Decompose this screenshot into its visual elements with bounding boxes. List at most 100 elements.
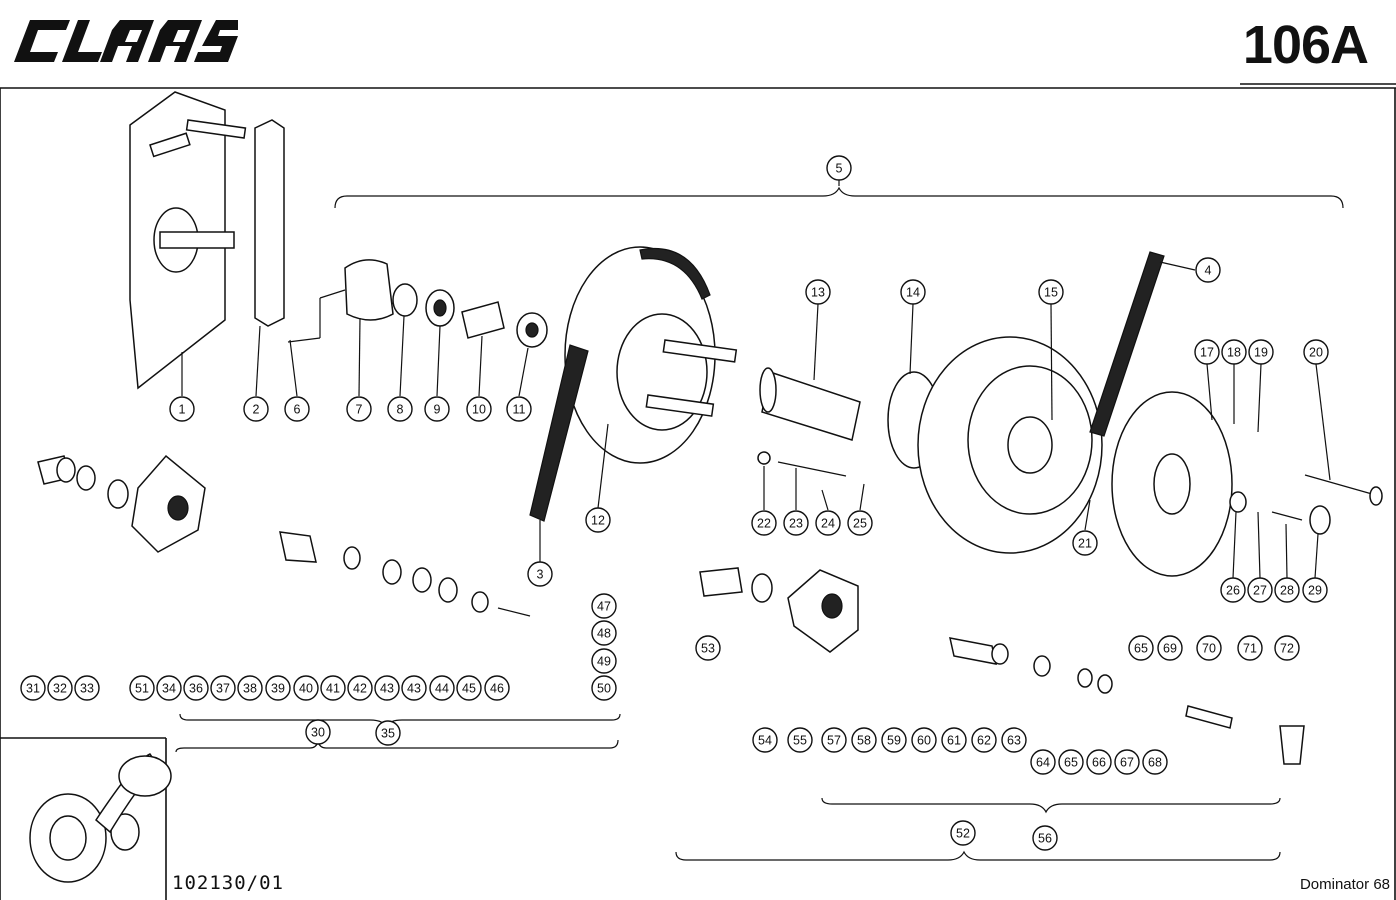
- callout-number: 26: [1226, 584, 1240, 598]
- callout-69: 69: [1157, 635, 1183, 661]
- callout-36: 36: [183, 675, 209, 701]
- callout-52: 52: [950, 820, 976, 846]
- callout-number: 3: [537, 568, 544, 582]
- callout-2: 2: [243, 396, 269, 422]
- callout-number: 46: [490, 682, 504, 696]
- callout-number: 35: [381, 727, 395, 741]
- callout-55: 55: [787, 727, 813, 753]
- callout-7: 7: [346, 396, 372, 422]
- leader-lines: [181, 261, 1331, 579]
- callout-number: 52: [956, 827, 970, 841]
- callout-14: 14: [900, 279, 926, 305]
- callout-12: 12: [585, 507, 611, 533]
- callout-65: 65: [1058, 749, 1084, 775]
- callout-67: 67: [1114, 749, 1140, 775]
- variable-pulley: [917, 251, 1165, 554]
- callout-number: 47: [597, 600, 611, 614]
- callout-number: 59: [887, 734, 901, 748]
- callout-37: 37: [210, 675, 236, 701]
- callout-60: 60: [911, 727, 937, 753]
- callout-number: 2: [253, 403, 260, 417]
- callout-number: 48: [597, 627, 611, 641]
- callout-number: 65: [1064, 756, 1078, 770]
- callout-number: 58: [857, 734, 871, 748]
- bearing-stack-upper: [287, 259, 548, 348]
- callout-46: 46: [484, 675, 510, 701]
- callout-71: 71: [1237, 635, 1263, 661]
- callout-63: 63: [1001, 727, 1027, 753]
- callout-20: 20: [1303, 339, 1329, 365]
- callout-72: 72: [1274, 635, 1300, 661]
- callout-number: 49: [597, 655, 611, 669]
- callout-1: 1: [169, 396, 195, 422]
- callout-number: 41: [326, 682, 340, 696]
- callout-38: 38: [237, 675, 263, 701]
- callout-21: 21: [1072, 530, 1098, 556]
- callout-number: 61: [947, 734, 961, 748]
- callout-number: 24: [821, 517, 835, 531]
- callout-57: 57: [821, 727, 847, 753]
- small-hardware-right: [757, 451, 1383, 535]
- callout-number: 17: [1200, 346, 1214, 360]
- callout-number: 45: [462, 682, 476, 696]
- callout-42: 42: [347, 675, 373, 701]
- callout-number: 9: [434, 403, 441, 417]
- callout-number: 63: [1007, 734, 1021, 748]
- callout-22: 22: [751, 510, 777, 536]
- callout-11: 11: [506, 396, 532, 422]
- callout-61: 61: [941, 727, 967, 753]
- callout-number: 13: [811, 286, 825, 300]
- callout-47: 47: [591, 593, 617, 619]
- callout-45: 45: [456, 675, 482, 701]
- callout-number: 33: [80, 682, 94, 696]
- callout-35: 35: [375, 720, 401, 746]
- callout-number: 37: [216, 682, 230, 696]
- callout-23: 23: [783, 510, 809, 536]
- lower-left-hub-group: [37, 454, 531, 617]
- callout-17: 17: [1194, 339, 1220, 365]
- callout-39: 39: [265, 675, 291, 701]
- callout-5: 5: [826, 155, 852, 181]
- callout-31: 31: [20, 675, 46, 701]
- callout-number: 64: [1036, 756, 1050, 770]
- callout-34: 34: [156, 675, 182, 701]
- callout-number: 50: [597, 682, 611, 696]
- callout-number: 28: [1280, 584, 1294, 598]
- callout-15: 15: [1038, 279, 1064, 305]
- callout-number: 51: [135, 682, 149, 696]
- callout-27: 27: [1247, 577, 1273, 603]
- callout-number: 34: [162, 682, 176, 696]
- callout-64: 64: [1030, 749, 1056, 775]
- callout-59: 59: [881, 727, 907, 753]
- callout-number: 43: [407, 682, 421, 696]
- mounting-plate: [129, 91, 247, 390]
- callout-number: 10: [472, 403, 486, 417]
- lower-right-hub-group: [699, 567, 1305, 765]
- callout-6: 6: [284, 396, 310, 422]
- callout-54: 54: [752, 727, 778, 753]
- callout-number: 54: [758, 734, 772, 748]
- callout-number: 4: [1205, 264, 1212, 278]
- callout-number: 55: [793, 734, 807, 748]
- callout-18: 18: [1221, 339, 1247, 365]
- callout-62: 62: [971, 727, 997, 753]
- callout-30: 30: [305, 719, 331, 745]
- callout-65-b: 65: [1128, 635, 1154, 661]
- callout-48: 48: [591, 620, 617, 646]
- callout-number: 60: [917, 734, 931, 748]
- callout-8: 8: [387, 396, 413, 422]
- callout-4: 4: [1195, 257, 1221, 283]
- callout-58: 58: [851, 727, 877, 753]
- callout-number: 44: [435, 682, 449, 696]
- large-pulley: [529, 246, 738, 522]
- callout-9: 9: [424, 396, 450, 422]
- callout-number: 71: [1243, 642, 1257, 656]
- callout-number: 19: [1254, 346, 1268, 360]
- callout-number: 31: [26, 682, 40, 696]
- callout-10: 10: [466, 396, 492, 422]
- callout-33: 33: [74, 675, 100, 701]
- model-name: Dominator 68: [1299, 876, 1390, 893]
- callout-number: 42: [353, 682, 367, 696]
